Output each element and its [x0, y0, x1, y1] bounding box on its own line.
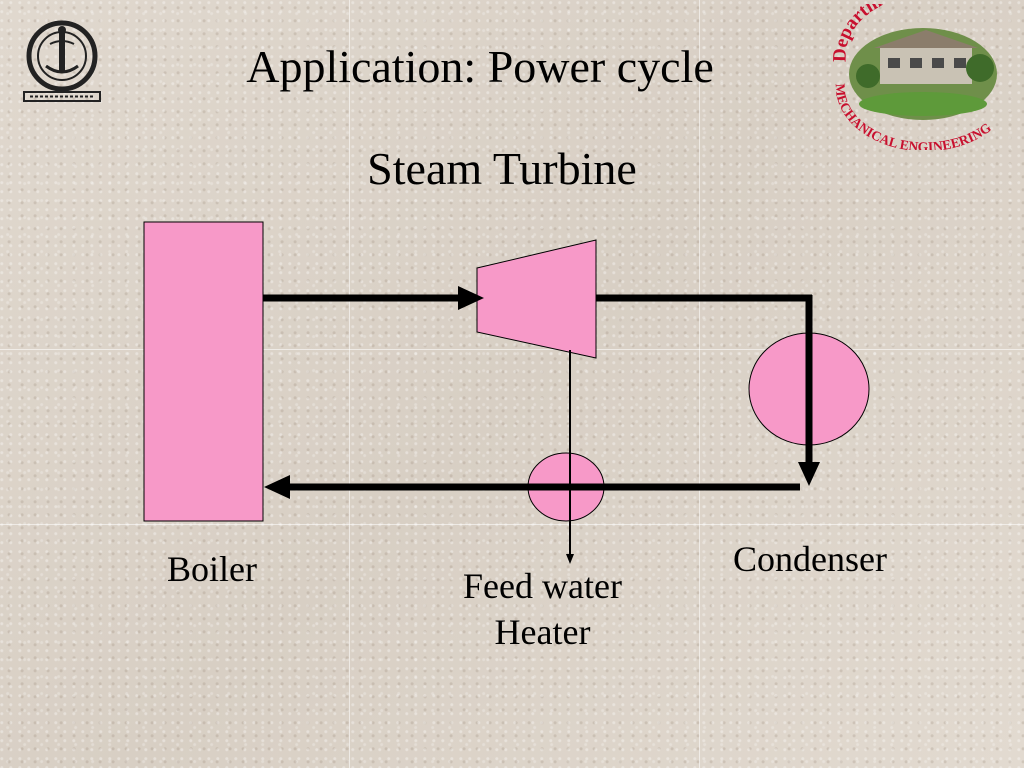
boiler-box — [143, 221, 264, 522]
background-seam — [349, 0, 350, 768]
boiler-label: Boiler — [167, 549, 257, 589]
background-seam — [0, 524, 1024, 525]
slide-subtitle: Steam Turbine — [367, 143, 637, 194]
steam-turbine-shape — [476, 239, 597, 359]
arrowhead-icon — [458, 286, 484, 310]
arrowhead-icon — [264, 475, 290, 499]
background-seam — [0, 349, 1024, 350]
slide-title: Application: Power cycle — [246, 41, 714, 92]
arrowhead-icon — [566, 554, 574, 564]
feed-water-heater-label: Feed water Heater — [430, 563, 655, 655]
arrowhead-icon — [798, 462, 820, 486]
background-seam — [699, 0, 700, 768]
condenser-label: Condenser — [733, 539, 887, 579]
department-logo: Department Of MECHANICAL ENGINEERING — [830, 4, 997, 150]
feed-water-heater-label-line2: Heater — [494, 612, 591, 652]
feed-water-heater-label-line1: Feed water — [463, 566, 622, 606]
institute-emblem-logo — [23, 20, 101, 102]
